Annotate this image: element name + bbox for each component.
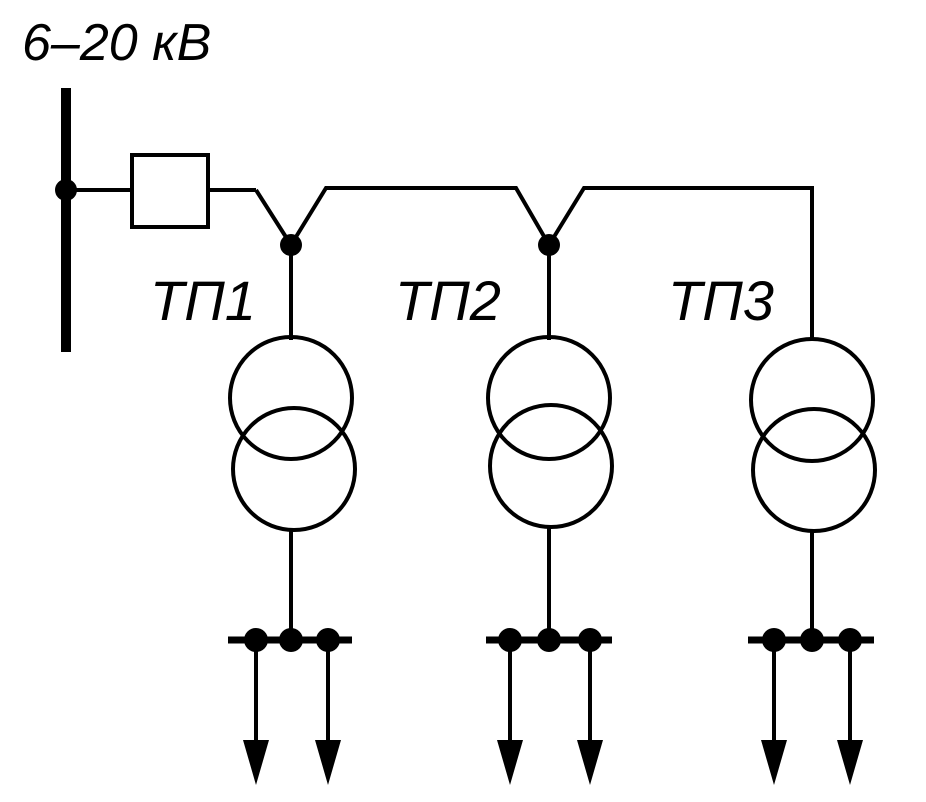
lv-node <box>800 628 824 652</box>
tp1-lv-nodes <box>244 628 340 652</box>
tp3-lv-nodes <box>762 628 862 652</box>
tp2-lv-nodes <box>498 628 602 652</box>
tp1-secondary-winding <box>231 406 357 532</box>
tp3-primary-winding <box>749 337 875 463</box>
lv-node <box>537 628 561 652</box>
tp3-outgoing-feeders <box>761 640 863 785</box>
down-arrow-icon <box>243 740 269 785</box>
tp3-secondary-winding <box>751 407 877 533</box>
down-arrow-icon <box>315 740 341 785</box>
lv-node <box>279 628 303 652</box>
tp2-outgoing-feeders <box>497 640 603 785</box>
down-arrow-icon <box>761 740 787 785</box>
tp3-transformer <box>749 337 877 533</box>
tp1-label: ТП1 <box>150 269 256 332</box>
tp2-transformer <box>486 335 614 529</box>
down-arrow-icon <box>577 740 603 785</box>
tp1-outgoing-feeders <box>243 640 341 785</box>
tp3-label: ТП3 <box>668 269 774 332</box>
down-arrow-icon <box>837 740 863 785</box>
tp2-primary-winding <box>486 335 612 461</box>
tp2-label: ТП2 <box>395 269 501 332</box>
tp1-transformer <box>228 335 357 532</box>
switch-box <box>130 153 210 229</box>
down-arrow-icon <box>497 740 523 785</box>
tp1-primary-winding <box>228 335 354 461</box>
tp2-secondary-winding <box>488 403 614 529</box>
loop-line <box>254 186 814 340</box>
voltage-label: 6–20 кВ <box>22 14 211 72</box>
